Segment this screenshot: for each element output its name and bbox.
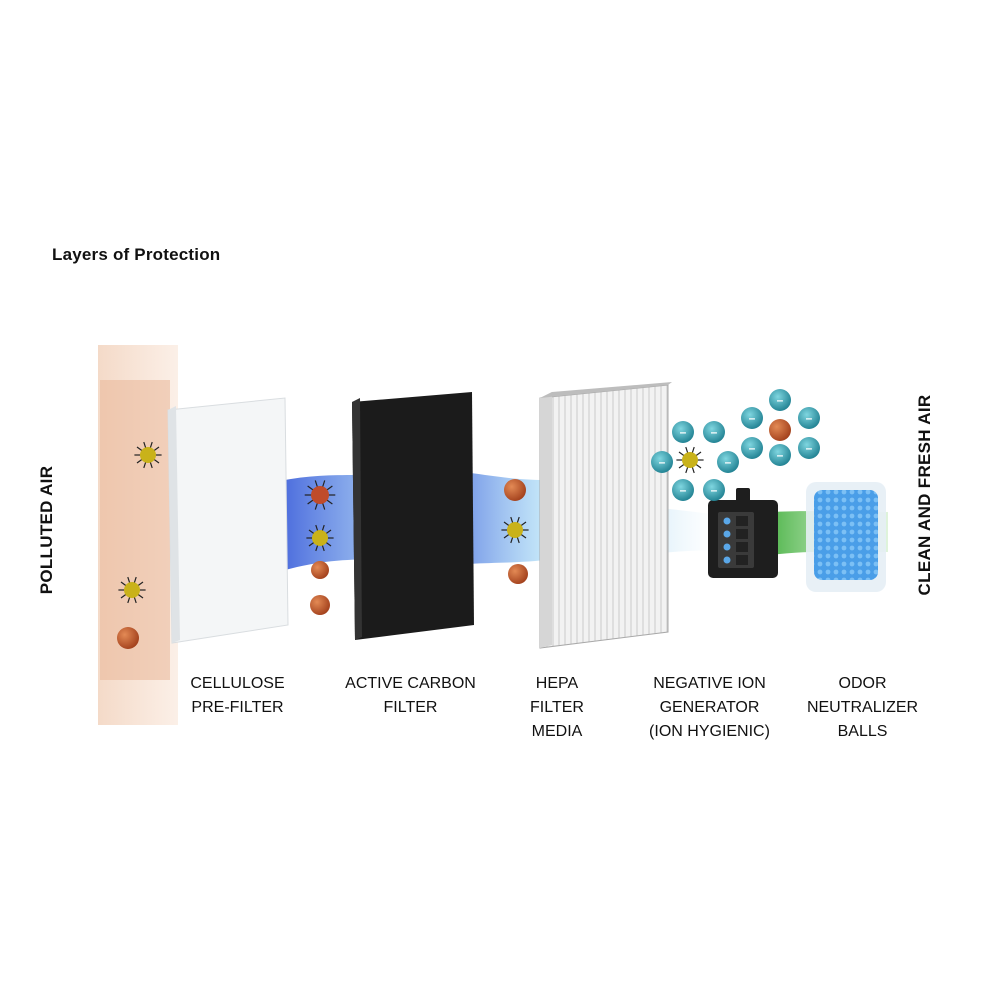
negative-ion-icon: – <box>769 444 791 466</box>
caption-line: NEGATIVE ION <box>653 675 766 692</box>
germ-icon <box>118 576 146 604</box>
caption-line: ACTIVE CARBON <box>345 675 476 692</box>
svg-text:–: – <box>711 483 718 497</box>
germ-icon <box>501 516 529 544</box>
svg-text:–: – <box>749 411 756 425</box>
outlet-slot <box>736 529 748 539</box>
ion-generator-outlets <box>723 516 748 565</box>
germ-icon <box>676 446 704 474</box>
caption-line: ODOR <box>838 675 887 692</box>
svg-text:–: – <box>725 455 732 469</box>
svg-text:–: – <box>749 441 756 455</box>
caption-line: BALLS <box>837 723 888 740</box>
layer-caption-carbon-filter: ACTIVE CARBON FILTER <box>323 672 498 720</box>
negative-ion-icon: – <box>717 451 739 473</box>
negative-ion-cluster: –––––––––––– <box>651 389 820 501</box>
particle-icon <box>311 561 329 579</box>
cellulose-prefilter-panel <box>167 397 289 644</box>
outlet-slot <box>736 555 748 565</box>
caption-line: NEUTRALIZER <box>806 699 919 716</box>
pollen-particles <box>117 419 791 649</box>
svg-text:–: – <box>680 425 687 439</box>
svg-text:–: – <box>659 455 666 469</box>
negative-ion-icon: – <box>798 437 820 459</box>
negative-ion-icon: – <box>741 437 763 459</box>
caption-line: MEDIA <box>531 723 583 740</box>
caption-line: HEPA <box>535 675 579 692</box>
negative-ion-icon: – <box>798 407 820 429</box>
svg-text:–: – <box>680 483 687 497</box>
caption-line: CELLULOSE <box>190 675 285 692</box>
negative-ion-icon: – <box>741 407 763 429</box>
caption-line: FILTER <box>383 699 438 716</box>
layer-caption-hepa-filter: HEPA FILTER MEDIA <box>507 672 607 744</box>
negative-ion-icon: – <box>672 479 694 501</box>
germ-icon <box>304 480 336 510</box>
caption-line: GENERATOR <box>659 699 760 716</box>
germ-icon <box>134 441 162 469</box>
svg-text:–: – <box>777 393 784 407</box>
layer-caption-odor-neutralizer: ODOR NEUTRALIZER BALLS <box>790 672 935 744</box>
carbon-filter-panel <box>352 392 474 640</box>
negative-ion-icon: – <box>703 479 725 501</box>
particle-icon <box>504 479 526 501</box>
svg-text:–: – <box>806 441 813 455</box>
svg-text:–: – <box>777 448 784 462</box>
outlet-dot <box>723 530 731 538</box>
outlet-dot <box>723 556 731 564</box>
particle-icon <box>508 564 528 584</box>
svg-text:–: – <box>806 411 813 425</box>
caption-line: FILTER <box>530 699 584 716</box>
caption-line: (ION HYGIENIC) <box>649 723 770 740</box>
particle-icon <box>310 595 330 615</box>
germ-particles <box>118 441 704 604</box>
outlet-dot <box>723 543 731 551</box>
outlet-dot <box>723 517 731 525</box>
polluted-air-cloud <box>98 345 178 725</box>
layer-caption-cellulose-prefilter: CELLULOSE PRE-FILTER <box>150 672 325 720</box>
outlet-slot <box>736 516 748 526</box>
svg-text:–: – <box>711 425 718 439</box>
negative-ion-icon: – <box>769 389 791 411</box>
negative-ion-icon: – <box>651 451 673 473</box>
page-title: Layers of Protection <box>52 245 221 264</box>
negative-ion-icon: – <box>703 421 725 443</box>
layer-caption-ion-generator: NEGATIVE ION GENERATOR (ION HYGIENIC) <box>622 672 797 744</box>
germ-icon <box>306 524 334 552</box>
odor-neutralizer-block <box>806 482 886 592</box>
caption-line: PRE-FILTER <box>191 699 284 716</box>
particle-icon <box>769 419 791 441</box>
outlet-slot <box>736 542 748 552</box>
particle-icon <box>117 627 139 649</box>
hepa-filter-panel <box>539 382 672 649</box>
negative-ion-icon: – <box>672 421 694 443</box>
